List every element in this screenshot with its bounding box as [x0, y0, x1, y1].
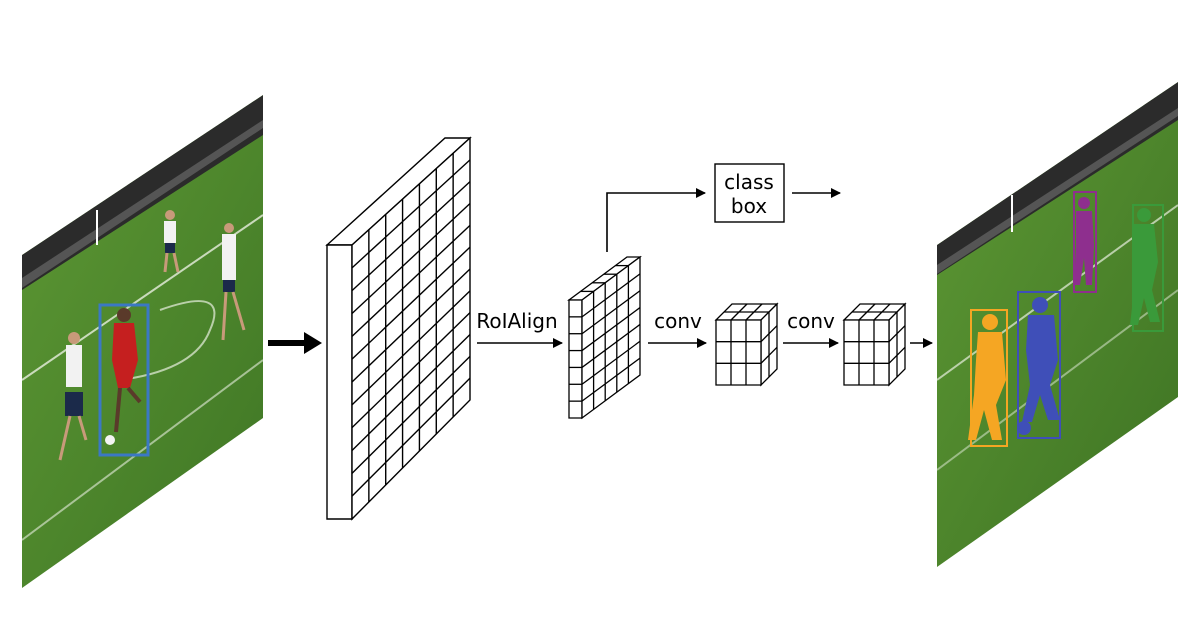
mask-purple: [1073, 191, 1097, 293]
grid-line: [351, 312, 471, 429]
grid-line: [581, 290, 641, 335]
player-white-1: [163, 210, 180, 273]
grid-line: [351, 159, 471, 269]
player-white-3: [58, 332, 88, 461]
featuremap-edge-face: [326, 244, 353, 520]
grid-line: [581, 307, 641, 352]
conv2-label: conv: [787, 309, 835, 333]
branch-arrow: [606, 188, 706, 252]
roialign-label: RoIAlign: [476, 309, 557, 333]
grid-line: [581, 273, 641, 318]
roi-feature: [567, 255, 642, 420]
feature-map: [325, 136, 472, 521]
block-front-face: [715, 319, 762, 386]
grid-line: [351, 268, 471, 383]
grid-line: [351, 246, 471, 360]
mask-feature-cube-2: [842, 302, 907, 387]
grid-line: [760, 346, 778, 364]
mask-blue: [1017, 291, 1061, 439]
grid-line: [888, 325, 906, 343]
input-detection-box: [98, 303, 150, 457]
grid-line: [351, 224, 471, 337]
grid-line: [760, 325, 778, 343]
grid-line: [351, 377, 471, 497]
mask-orange: [968, 309, 1008, 447]
grid-line: [581, 340, 641, 385]
output-image: [937, 82, 1178, 567]
grid-line: [888, 346, 906, 364]
head-label-box: box: [731, 194, 767, 218]
head-label-class: class: [724, 170, 774, 194]
player-white-2: [221, 223, 246, 341]
roi-main-face: [581, 255, 641, 420]
grid-line: [351, 202, 471, 315]
grid-line: [351, 181, 471, 292]
conv1-label: conv: [654, 309, 702, 333]
grid-line: [351, 355, 471, 474]
featuremap-main-face: [351, 136, 471, 521]
player-red: [105, 308, 142, 445]
roi-edge-face: [568, 299, 583, 419]
mask-feature-cube-1: [714, 302, 779, 387]
block-front-face: [843, 319, 890, 386]
grid-line: [351, 334, 471, 451]
grid-line: [581, 323, 641, 368]
grid-line: [581, 357, 641, 402]
mask-green: [1130, 204, 1164, 332]
input-image: [22, 95, 263, 588]
class-box-head: [714, 163, 785, 223]
grid-line: [351, 290, 471, 406]
